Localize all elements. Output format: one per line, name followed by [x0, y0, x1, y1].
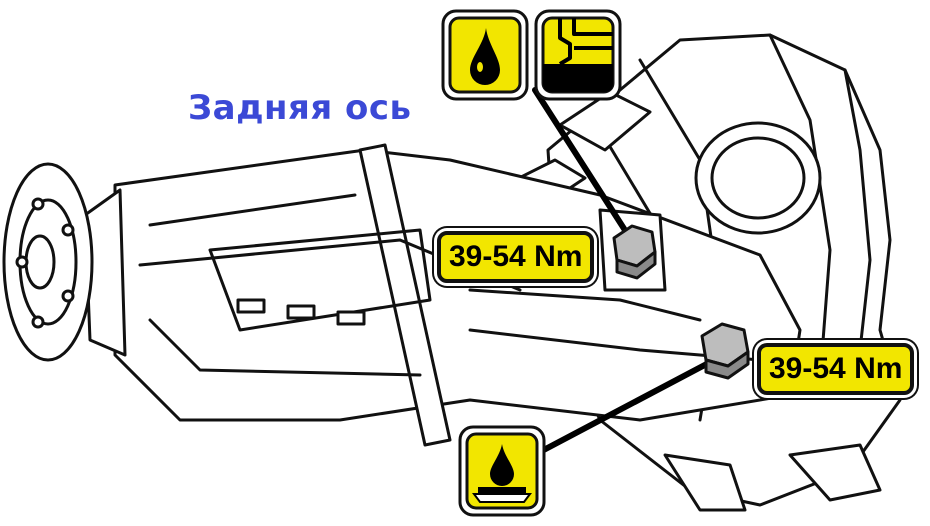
body-groove	[468, 288, 702, 322]
drain-plug-bolt	[700, 322, 750, 380]
front-cover-rim	[358, 143, 452, 447]
diagram-title: Задняя ось	[188, 88, 412, 128]
flange-bolt-hole	[31, 197, 45, 211]
body-groove	[148, 193, 357, 227]
body-slot	[336, 310, 366, 326]
body-groove	[208, 228, 432, 332]
flange-bolt-hole	[61, 289, 75, 303]
torque-label-drain-plug: 39-54 Nm	[757, 343, 915, 395]
fill-plug-level-icon	[534, 9, 622, 101]
oil-drain-icon	[458, 425, 546, 517]
housing-foot	[663, 453, 747, 512]
body-slot	[236, 298, 266, 314]
front-flange-hub	[24, 234, 56, 290]
flange-bolt-hole	[61, 223, 75, 237]
leader-line-fill	[532, 87, 633, 241]
fill-plug-bolt	[612, 224, 657, 280]
oil-fill-icon	[441, 9, 529, 101]
torque-label-fill-plug: 39-54 Nm	[437, 231, 595, 283]
housing-foot	[788, 443, 882, 502]
mounting-tab	[558, 90, 652, 152]
housing-rib	[843, 68, 872, 352]
body-groove	[148, 318, 422, 377]
leader-line-drain	[535, 355, 721, 456]
body-slot	[286, 304, 316, 320]
flange-bolt-hole	[31, 315, 45, 329]
flange-bolt-hole	[15, 255, 29, 269]
housing-port-inner	[710, 136, 806, 220]
